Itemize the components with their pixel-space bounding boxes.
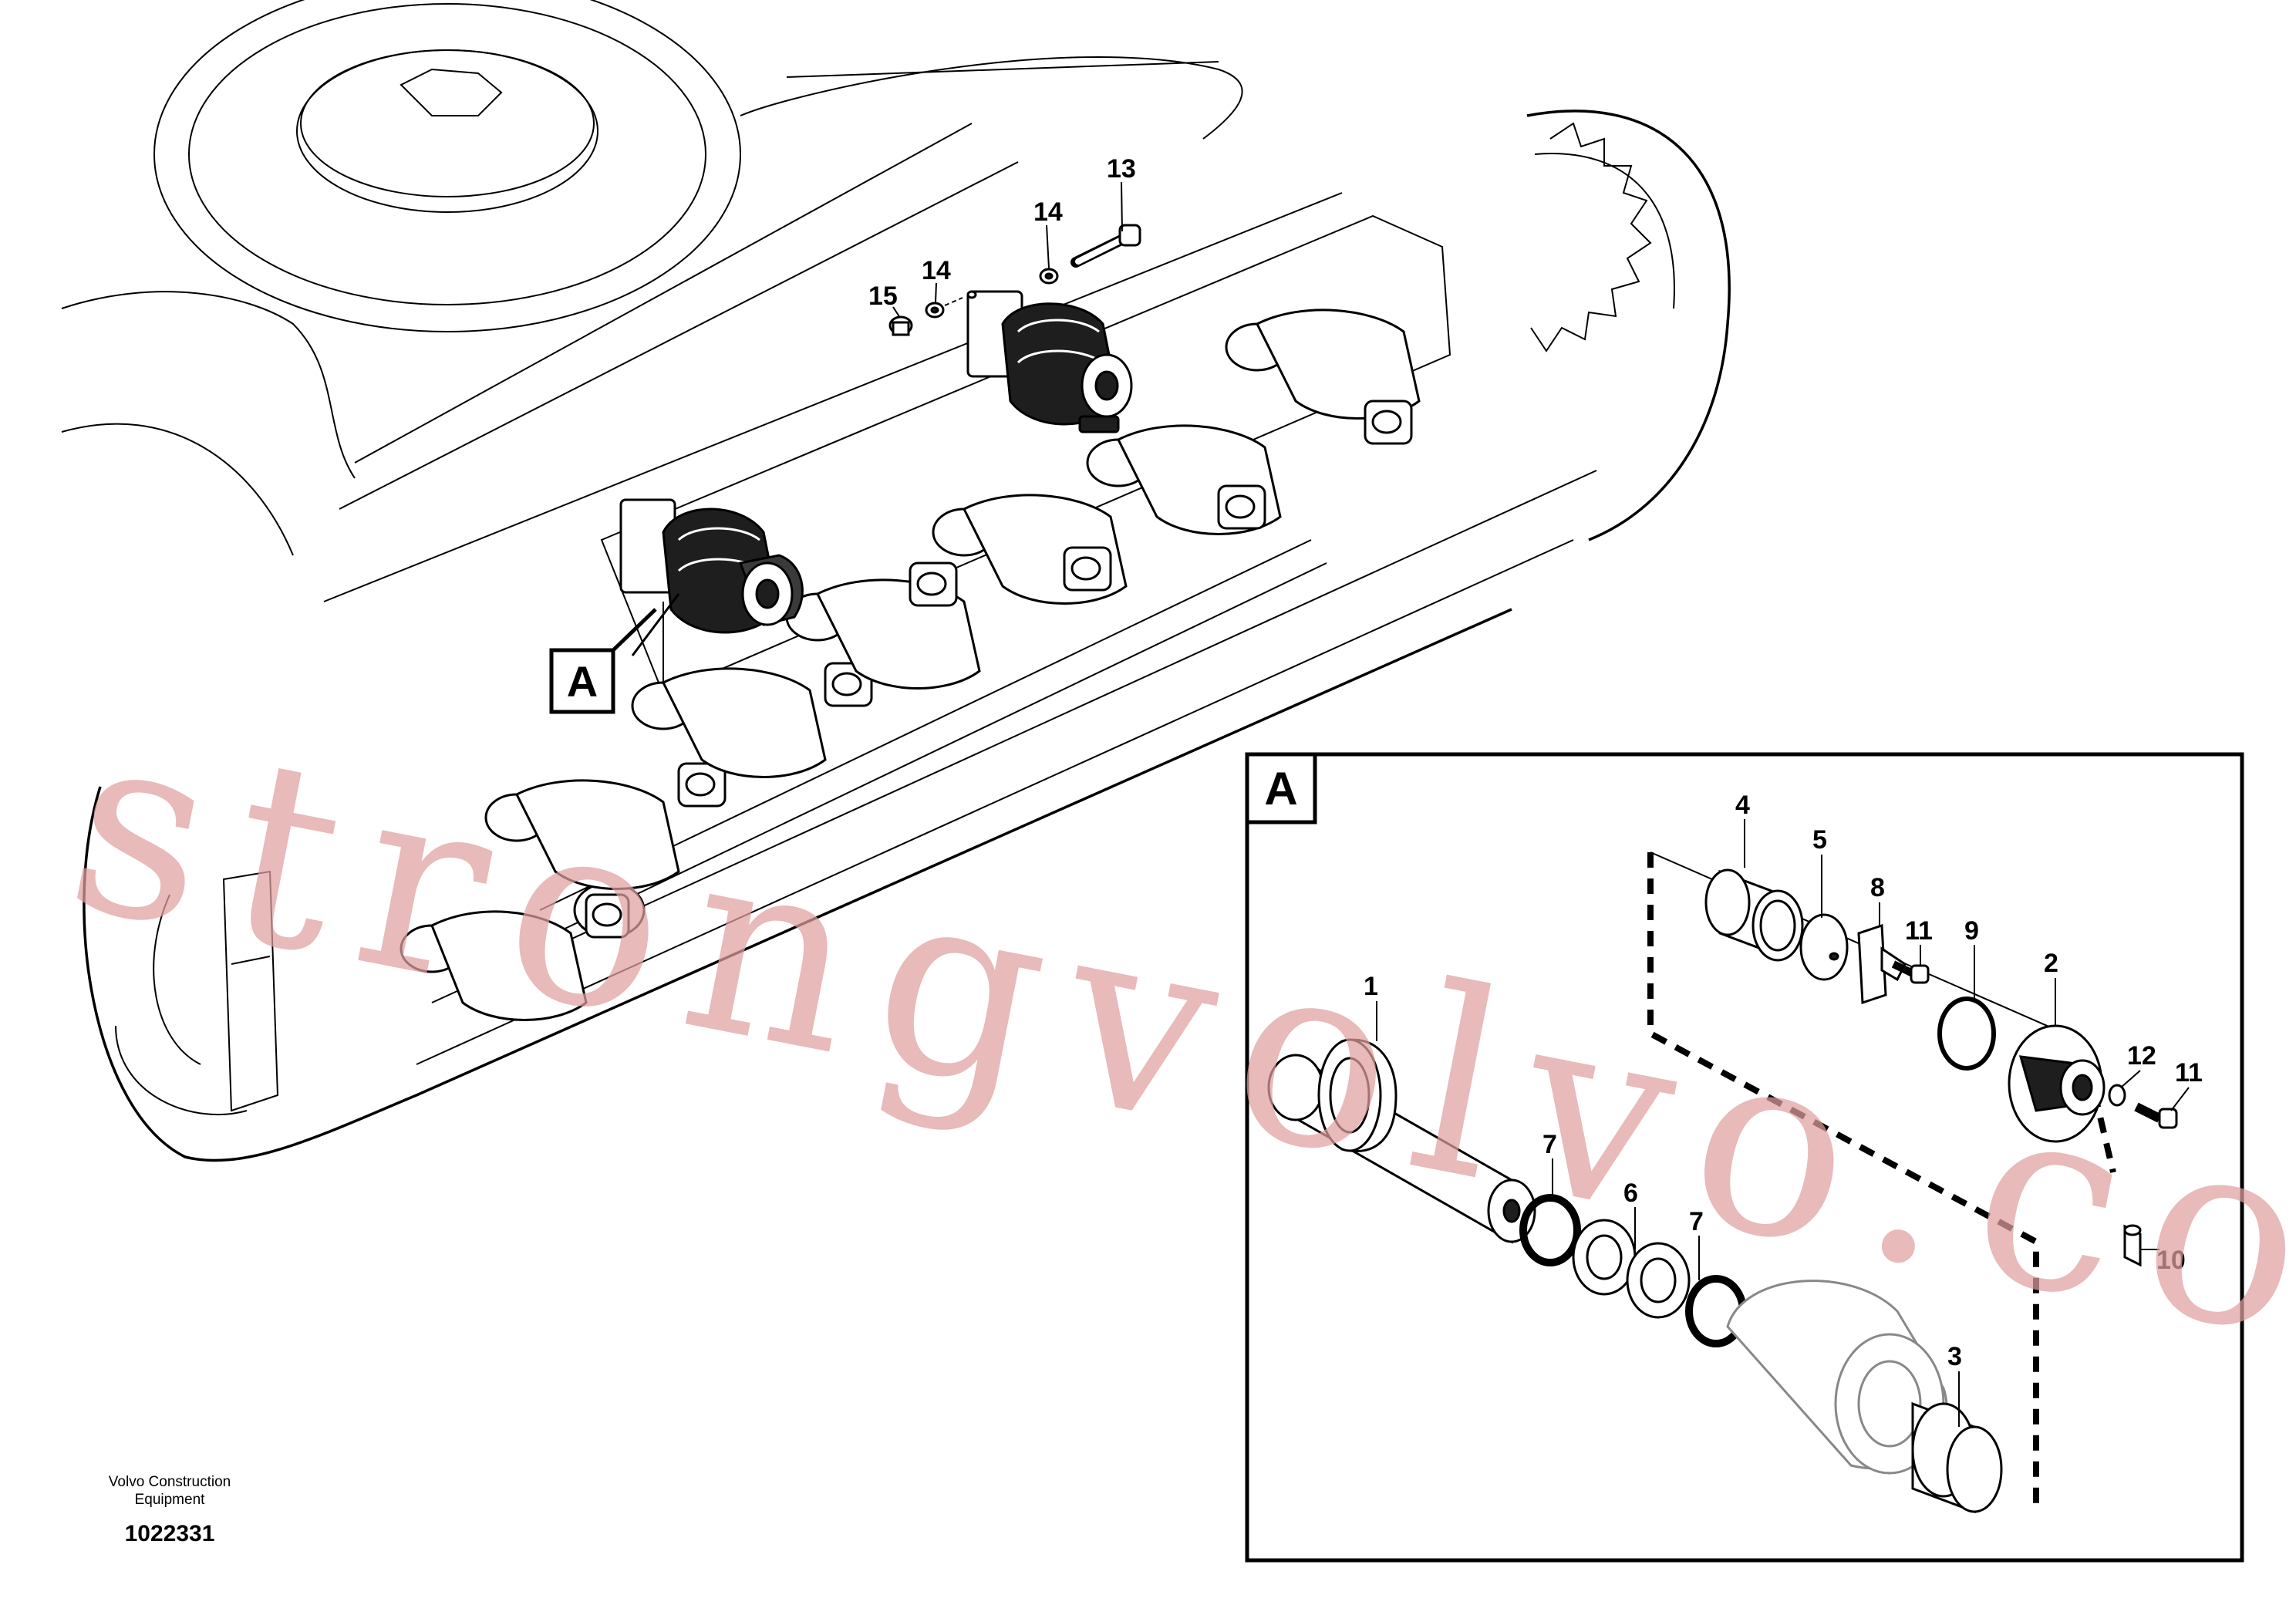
part-4-bushing xyxy=(1704,868,1804,962)
callout-detail-10: 10 xyxy=(2156,1246,2186,1275)
bottom-roller-6 xyxy=(1086,424,1282,535)
callout-detail-11-upper: 11 xyxy=(1905,916,1933,946)
callout-detail-5: 5 xyxy=(1812,825,1827,855)
bottom-roller-2 xyxy=(484,762,727,890)
carrier-roller-front xyxy=(619,498,804,656)
part-11-bolt-right xyxy=(2158,1108,2178,1129)
detail-box-label: A xyxy=(1264,763,1297,814)
part-2-collar xyxy=(2008,1024,2106,1143)
callout-detail-2: 2 xyxy=(2044,949,2058,978)
part-1-shaft xyxy=(1267,1038,1536,1244)
footer-company-line2: Equipment xyxy=(134,1492,205,1508)
part-5-plate xyxy=(1799,913,1849,981)
bottom-roller-7 xyxy=(1225,309,1421,445)
fasteners-top xyxy=(888,224,1141,336)
callout-detail-1: 1 xyxy=(1364,972,1378,1001)
callout-14-washer-2: 14 xyxy=(922,256,951,285)
callout-14-washer: 14 xyxy=(1033,197,1063,227)
callout-detail-6: 6 xyxy=(1623,1179,1638,1208)
callout-15: 15 xyxy=(868,282,898,311)
callout-detail-7-left: 7 xyxy=(1542,1130,1557,1159)
drawing-number: 1022331 xyxy=(124,1521,215,1546)
callout-detail-9: 9 xyxy=(1964,916,1979,946)
track-frame-outline xyxy=(61,0,1731,1162)
footer-company: Volvo Construction Equipment xyxy=(69,1473,270,1509)
detail-reference-label: A xyxy=(567,657,598,706)
bottom-roller-3 xyxy=(631,662,873,778)
callout-detail-12: 12 xyxy=(2127,1041,2156,1071)
detail-box-a: A xyxy=(1245,752,2244,1563)
bottom-roller-5 xyxy=(932,494,1128,605)
detail-reference-tag: A xyxy=(549,608,657,714)
callout-detail-8: 8 xyxy=(1870,873,1885,902)
callout-detail-7-right: 7 xyxy=(1689,1207,1704,1236)
callout-leaders xyxy=(892,181,1123,319)
part-12-washer xyxy=(2108,1084,2126,1107)
part-7-oring-left xyxy=(1519,1194,1581,1266)
bottom-roller-4 xyxy=(785,561,981,690)
part-3-bushing xyxy=(1911,1401,2003,1514)
bottom-roller-1 xyxy=(400,882,646,1021)
callout-detail-3: 3 xyxy=(1947,1342,1962,1371)
part-11-bolt-upper xyxy=(1910,964,1930,984)
callout-13: 13 xyxy=(1107,154,1136,184)
part-9-oring xyxy=(1937,996,1996,1071)
callout-detail-4: 4 xyxy=(1735,791,1750,820)
callout-detail-11-right: 11 xyxy=(2175,1058,2203,1088)
carrier-roller-rear xyxy=(966,290,1133,433)
footer-company-line1: Volvo Construction xyxy=(108,1474,231,1490)
part-8-bracket xyxy=(1857,923,1887,1005)
